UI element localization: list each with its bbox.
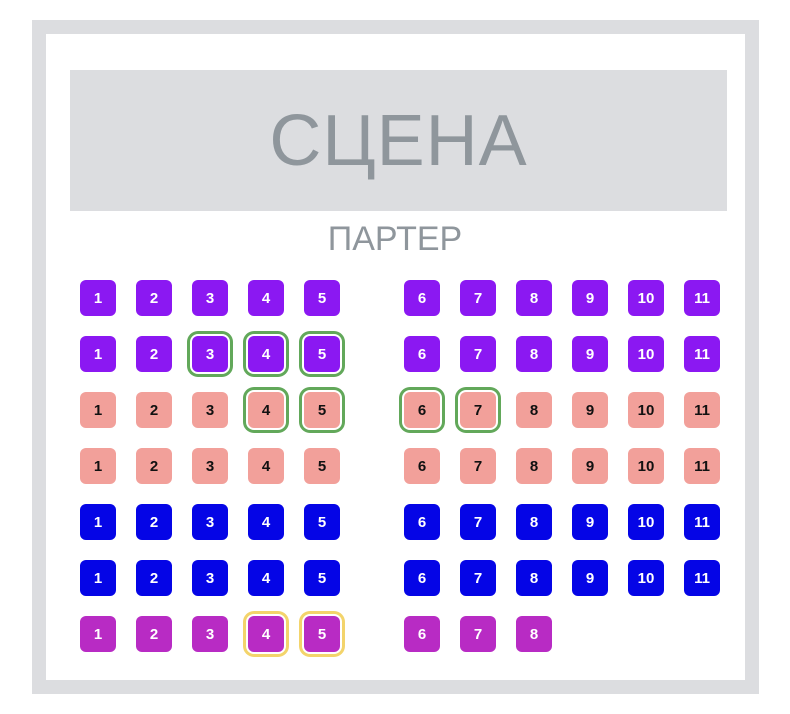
seat-row2-3[interactable]: 3: [192, 336, 228, 372]
seat-row4-3[interactable]: 3: [192, 448, 228, 484]
seat-row2-1[interactable]: 1: [80, 336, 116, 372]
seat-row3-3[interactable]: 3: [192, 392, 228, 428]
seat-row4-4[interactable]: 4: [248, 448, 284, 484]
seat-row5-3[interactable]: 3: [192, 504, 228, 540]
seat-row6-6[interactable]: 6: [404, 560, 440, 596]
seat-row7-5[interactable]: 5: [304, 616, 340, 652]
seat-row2-10[interactable]: 10: [628, 336, 664, 372]
stage: СЦЕНА: [70, 70, 727, 211]
seat-row1-5[interactable]: 5: [304, 280, 340, 316]
seat-row1-8[interactable]: 8: [516, 280, 552, 316]
seat-row1-6[interactable]: 6: [404, 280, 440, 316]
section-title: ПАРТЕР: [327, 220, 463, 258]
seat-row6-3[interactable]: 3: [192, 560, 228, 596]
seat-row5-1[interactable]: 1: [80, 504, 116, 540]
seat-row6-7[interactable]: 7: [460, 560, 496, 596]
seat-row1-2[interactable]: 2: [136, 280, 172, 316]
seat-row3-5[interactable]: 5: [304, 392, 340, 428]
seat-row6-1[interactable]: 1: [80, 560, 116, 596]
seat-row4-9[interactable]: 9: [572, 448, 608, 484]
seat-row5-11[interactable]: 11: [684, 504, 720, 540]
seat-row3-4[interactable]: 4: [248, 392, 284, 428]
seat-row4-5[interactable]: 5: [304, 448, 340, 484]
seat-row3-11[interactable]: 11: [684, 392, 720, 428]
seat-row2-7[interactable]: 7: [460, 336, 496, 372]
seat-row2-9[interactable]: 9: [572, 336, 608, 372]
seat-row5-6[interactable]: 6: [404, 504, 440, 540]
seat-row7-3[interactable]: 3: [192, 616, 228, 652]
seat-row3-6[interactable]: 6: [404, 392, 440, 428]
seat-row4-8[interactable]: 8: [516, 448, 552, 484]
seat-row7-7[interactable]: 7: [460, 616, 496, 652]
seat-row1-10[interactable]: 10: [628, 280, 664, 316]
seat-row6-4[interactable]: 4: [248, 560, 284, 596]
seat-row5-5[interactable]: 5: [304, 504, 340, 540]
seat-row6-9[interactable]: 9: [572, 560, 608, 596]
seat-row1-3[interactable]: 3: [192, 280, 228, 316]
seat-row3-9[interactable]: 9: [572, 392, 608, 428]
seat-row4-10[interactable]: 10: [628, 448, 664, 484]
seat-row3-1[interactable]: 1: [80, 392, 116, 428]
seat-row5-9[interactable]: 9: [572, 504, 608, 540]
seat-row2-8[interactable]: 8: [516, 336, 552, 372]
seat-row1-7[interactable]: 7: [460, 280, 496, 316]
seat-row3-7[interactable]: 7: [460, 392, 496, 428]
seat-row5-8[interactable]: 8: [516, 504, 552, 540]
seat-row6-5[interactable]: 5: [304, 560, 340, 596]
seat-row4-1[interactable]: 1: [80, 448, 116, 484]
seat-row1-1[interactable]: 1: [80, 280, 116, 316]
seat-row2-6[interactable]: 6: [404, 336, 440, 372]
seat-row5-10[interactable]: 10: [628, 504, 664, 540]
seat-row3-10[interactable]: 10: [628, 392, 664, 428]
seat-row4-2[interactable]: 2: [136, 448, 172, 484]
seat-row7-4[interactable]: 4: [248, 616, 284, 652]
seat-row2-4[interactable]: 4: [248, 336, 284, 372]
seat-row7-2[interactable]: 2: [136, 616, 172, 652]
seat-row1-9[interactable]: 9: [572, 280, 608, 316]
seat-row7-1[interactable]: 1: [80, 616, 116, 652]
seat-row4-6[interactable]: 6: [404, 448, 440, 484]
seat-row7-6[interactable]: 6: [404, 616, 440, 652]
seat-row2-11[interactable]: 11: [684, 336, 720, 372]
seat-row6-2[interactable]: 2: [136, 560, 172, 596]
stage-label: СЦЕНА: [269, 100, 528, 181]
seat-row4-7[interactable]: 7: [460, 448, 496, 484]
seat-row5-7[interactable]: 7: [460, 504, 496, 540]
seat-row7-8[interactable]: 8: [516, 616, 552, 652]
seat-row5-2[interactable]: 2: [136, 504, 172, 540]
seat-row2-5[interactable]: 5: [304, 336, 340, 372]
seat-row5-4[interactable]: 4: [248, 504, 284, 540]
seat-row3-2[interactable]: 2: [136, 392, 172, 428]
seat-row3-8[interactable]: 8: [516, 392, 552, 428]
seat-row2-2[interactable]: 2: [136, 336, 172, 372]
seat-row1-11[interactable]: 11: [684, 280, 720, 316]
seat-row6-10[interactable]: 10: [628, 560, 664, 596]
seat-row4-11[interactable]: 11: [684, 448, 720, 484]
seat-row6-11[interactable]: 11: [684, 560, 720, 596]
seat-row6-8[interactable]: 8: [516, 560, 552, 596]
seat-row1-4[interactable]: 4: [248, 280, 284, 316]
